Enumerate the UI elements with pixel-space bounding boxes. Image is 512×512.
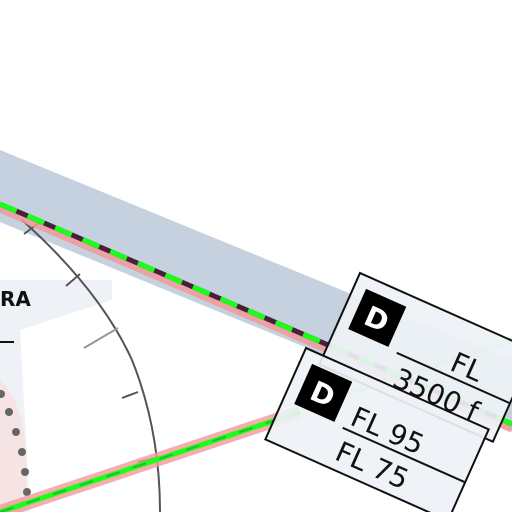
limit-divider bbox=[342, 426, 466, 484]
area-name-label: RA bbox=[0, 287, 31, 311]
dotted-boundary bbox=[0, 390, 31, 496]
class-d-badge bbox=[294, 363, 353, 422]
class-d-badge bbox=[348, 288, 407, 347]
airspace-label-lower[interactable]: D FL 95 FL 75 bbox=[264, 346, 491, 512]
limit-divider bbox=[396, 351, 511, 405]
